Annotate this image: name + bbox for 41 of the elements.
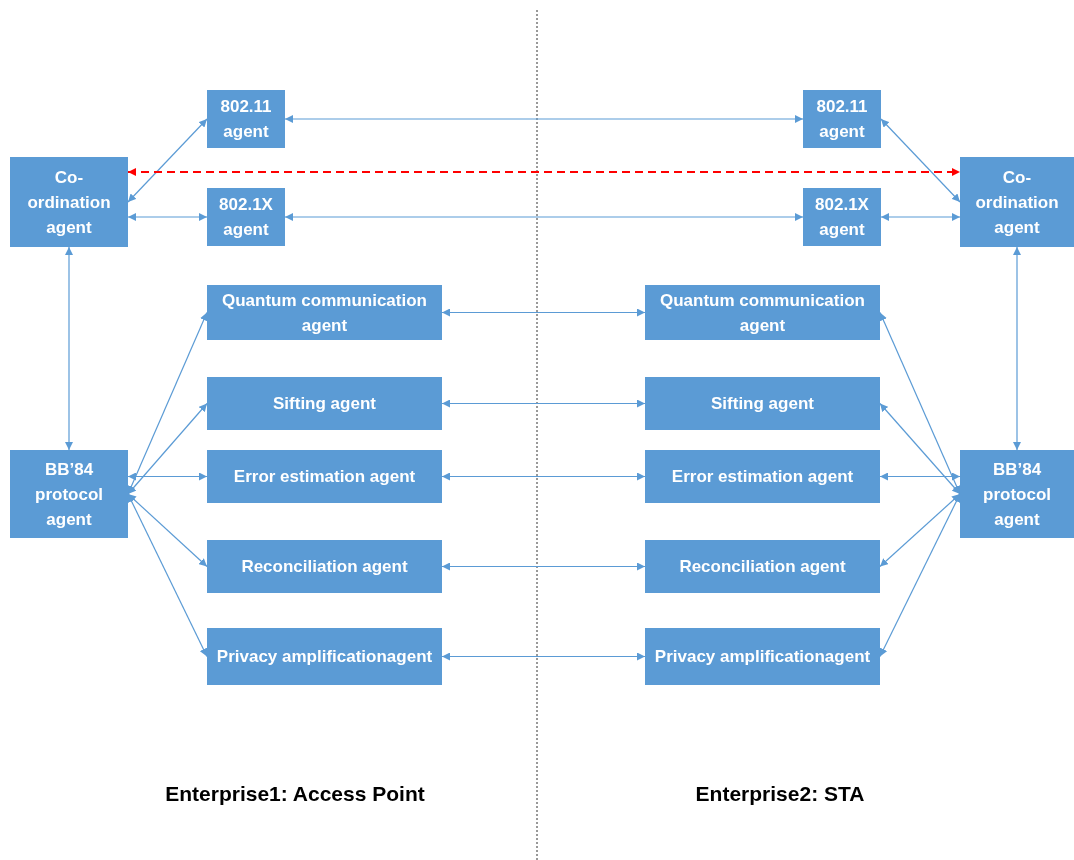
agent-box: Sifting agent xyxy=(645,377,880,430)
arrow xyxy=(127,168,961,176)
agent-box: 802.11 agent xyxy=(207,90,285,148)
arrow xyxy=(879,472,961,481)
arrow xyxy=(441,562,646,571)
agent-box: Privacy amplificationagent xyxy=(207,628,442,685)
agent-box: Privacy amplificationagent xyxy=(645,628,880,685)
agent-box: Sifting agent xyxy=(207,377,442,430)
agent-box: 802.1X agent xyxy=(207,188,285,246)
agent-box: 802.11 agent xyxy=(803,90,881,148)
arrow xyxy=(1013,246,1021,451)
arrow xyxy=(127,118,208,203)
agent-box: Error estimation agent xyxy=(645,450,880,503)
arrow xyxy=(284,115,804,123)
arrow xyxy=(879,493,961,658)
arrow xyxy=(65,246,73,451)
agent-box: Quantum communication agent xyxy=(645,285,880,340)
agent-box: BB’84 protocol agent xyxy=(960,450,1074,538)
section-label: Enterprise2: STA xyxy=(694,781,866,807)
agent-box: 802.1X agent xyxy=(803,188,881,246)
agent-box: Reconciliation agent xyxy=(207,540,442,593)
arrow xyxy=(441,308,646,317)
arrow xyxy=(879,402,961,495)
arrow xyxy=(879,493,961,568)
arrow xyxy=(880,118,961,203)
agent-box: Co-ordination agent xyxy=(10,157,128,247)
arrow xyxy=(127,213,208,221)
arrow xyxy=(284,213,804,221)
arrow xyxy=(880,213,961,221)
section-label: Enterprise1: Access Point xyxy=(164,781,426,807)
agent-box: Reconciliation agent xyxy=(645,540,880,593)
agent-box: Quantum communication agent xyxy=(207,285,442,340)
arrow xyxy=(127,493,208,568)
arrow xyxy=(441,472,646,481)
agent-box: BB’84 protocol agent xyxy=(10,450,128,538)
arrow xyxy=(127,472,208,481)
agent-box: Co-ordination agent xyxy=(960,157,1074,247)
arrow xyxy=(441,399,646,408)
arrow xyxy=(441,652,646,661)
agent-box: Error estimation agent xyxy=(207,450,442,503)
arrow xyxy=(127,402,208,495)
